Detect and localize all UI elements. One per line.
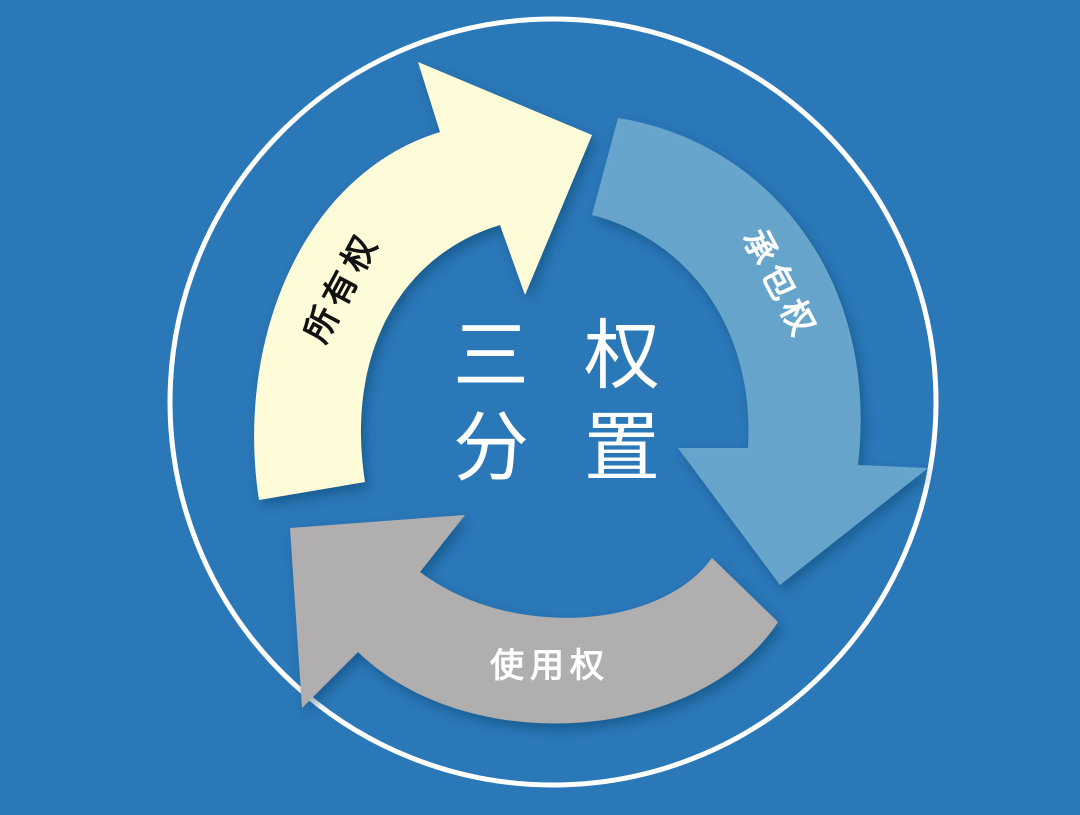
arrow-label-usage: 使用权 — [489, 646, 610, 686]
arrow-ownership — [254, 62, 592, 500]
outer-ring — [167, 16, 939, 788]
center-char-4: 置 — [584, 403, 660, 492]
arrow-usage — [290, 515, 778, 724]
arrow-contracting — [592, 118, 928, 585]
center-char-1: 三 — [453, 311, 529, 400]
center-char-2: 权 — [584, 311, 660, 400]
center-char-3: 分 — [453, 403, 529, 492]
